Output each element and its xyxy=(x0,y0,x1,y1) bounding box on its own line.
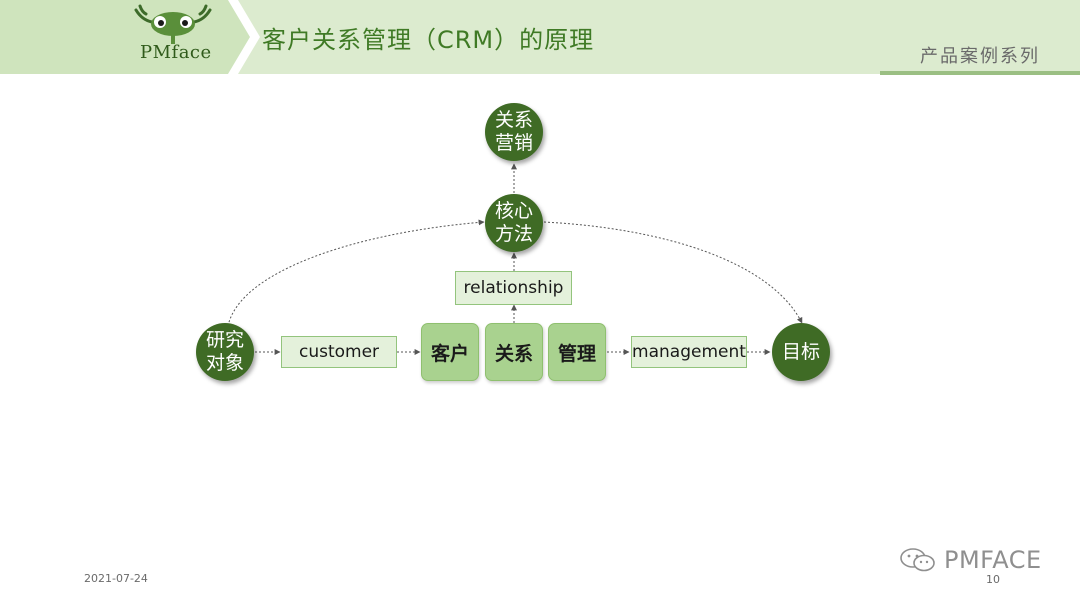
moose-logo-icon xyxy=(134,4,212,44)
page-title: 客户关系管理（CRM）的原理 xyxy=(262,26,595,54)
node-core-method: 核心方法 xyxy=(485,194,543,252)
node-goal: 目标 xyxy=(772,323,830,381)
node-research-object: 研究对象 xyxy=(196,323,254,381)
header-band: PMface 客户关系管理（CRM）的原理 产品案例系列 xyxy=(0,0,1080,75)
term-relationship: relationship xyxy=(455,271,572,305)
block-relationship: 关系 xyxy=(485,323,543,381)
wechat-icon xyxy=(900,548,935,572)
header-underline xyxy=(880,71,1080,75)
page-number: 10 xyxy=(986,573,1000,586)
term-management: management xyxy=(631,336,747,368)
logo-text: PMface xyxy=(140,42,212,63)
arc-object-to-core xyxy=(227,219,485,327)
watermark: PMFACE xyxy=(898,546,1042,574)
slide-date: 2021-07-24 xyxy=(84,572,148,585)
logo: PMface xyxy=(118,2,228,68)
block-customer: 客户 xyxy=(421,323,479,381)
block-management: 管理 xyxy=(548,323,606,381)
term-customer: customer xyxy=(281,336,397,368)
node-relationship-marketing: 关系营销 xyxy=(485,103,543,161)
series-label: 产品案例系列 xyxy=(920,46,1040,67)
watermark-text: PMFACE xyxy=(944,546,1042,574)
arc-core-to-goal xyxy=(543,221,803,324)
